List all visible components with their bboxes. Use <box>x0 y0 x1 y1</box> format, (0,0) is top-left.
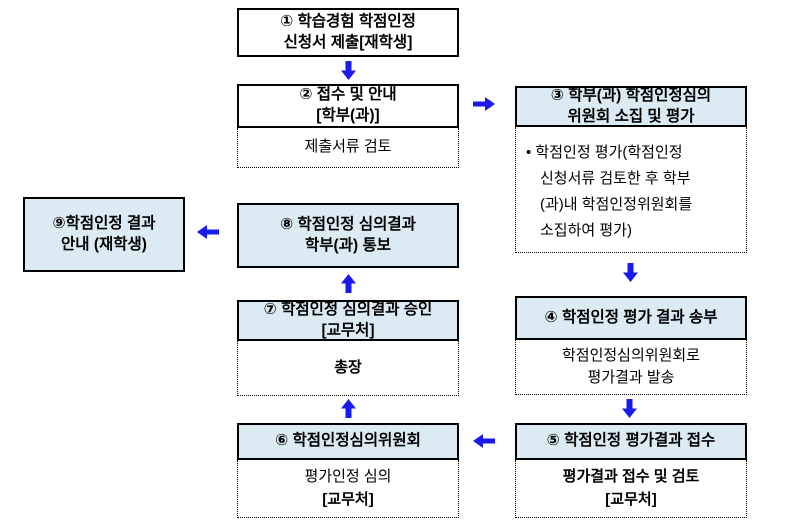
step5-note: 평가결과 접수 및 검토 [교무처] <box>515 460 747 518</box>
step2-box: ② 접수 및 안내 [학부(과)] <box>237 84 459 128</box>
arrow-step6-to-step7-up-icon <box>341 399 356 418</box>
step4-note: 학점인정심의위원회로 평가결과 발송 <box>515 340 747 395</box>
step8-box: ⑧ 학점인정 심의결과 학부(과) 통보 <box>237 203 459 268</box>
arrow-step3-to-step4-down-icon <box>623 263 638 282</box>
step3-title-line1: ③ 학부(과) 학점인정심의 <box>550 86 712 104</box>
step6-note: 평가인정 심의 [교무처] <box>237 460 459 518</box>
step4-note-line1: 학점인정심의위원회로 <box>561 346 700 364</box>
step7-note-line1: 총장 <box>334 358 362 376</box>
step2-title-line1: ② 접수 및 안내 <box>299 86 397 104</box>
step2-title-line2: [학부(과)] <box>316 107 380 124</box>
arrow-step8-to-step9-left-icon <box>197 225 219 239</box>
step9-box: ⑨학점인정 결과 안내 (재학생) <box>23 197 185 272</box>
step5-title-line1: ⑤ 학점인정 평가결과 접수 <box>546 432 716 450</box>
step2-note: 제출서류 검토 <box>237 128 459 168</box>
arrow-step1-to-step2-down-icon <box>341 61 356 80</box>
step4-note-line2: 평가결과 발송 <box>587 369 675 386</box>
step5-box: ⑤ 학점인정 평가결과 접수 <box>515 423 747 460</box>
step9-title-line1: ⑨학점인정 결과 <box>52 214 156 232</box>
arrow-step4-to-step5-down-icon <box>622 399 637 418</box>
step3-note-line4: 소집하여 평가) <box>540 222 632 239</box>
step1-title-line2: 신청서 제출[재학생] <box>283 33 413 51</box>
step8-title-line2: 학부(과) 통보 <box>305 236 391 254</box>
step3-note-line3: (과)내 학점인정위원회를 <box>540 196 693 213</box>
step9-title-line2: 안내 (재학생) <box>61 235 147 253</box>
arrow-step2-to-step3-right-icon <box>473 97 495 111</box>
step2-note-line: 제출서류 검토 <box>304 138 392 156</box>
step4-title-line1: ④ 학점인정 평가 결과 송부 <box>544 308 718 326</box>
step1-title-line1: ① 학습경험 학점인정 <box>280 12 416 30</box>
step6-title-line1: ⑥ 학점인정심의위원회 <box>275 432 421 450</box>
arrow-step5-to-step6-left-icon <box>473 434 495 448</box>
step6-box: ⑥ 학점인정심의위원회 <box>237 423 459 460</box>
step3-note-line1: • 학점인정 평가(학점인정 <box>526 144 683 161</box>
step5-note-line2: [교무처] <box>605 490 657 508</box>
step6-note-line1: 평가인정 심의 <box>304 468 392 485</box>
step6-note-line2: [교무처] <box>322 490 374 508</box>
step3-note: • 학점인정 평가(학점인정 신청서류 검토한 후 학부 (과)내 학점인정위원… <box>515 127 747 253</box>
step3-title-line2: 위원회 소집 및 평가 <box>567 107 695 125</box>
step7-title-line2: [교무처] <box>321 321 375 339</box>
step4-box: ④ 학점인정 평가 결과 송부 <box>515 296 747 340</box>
step5-note-line1: 평가결과 접수 및 검토 <box>562 468 700 485</box>
step3-box: ③ 학부(과) 학점인정심의 위원회 소집 및 평가 <box>515 86 747 127</box>
step7-box: ⑦ 학점인정 심의결과 승인 [교무처] <box>237 300 459 341</box>
step8-title-line1: ⑧ 학점인정 심의결과 <box>280 215 416 233</box>
arrow-step7-to-step8-up-icon <box>341 274 356 293</box>
step3-note-line2: 신청서류 검토한 후 학부 <box>540 170 691 187</box>
step1-box: ① 학습경험 학점인정 신청서 제출[재학생] <box>237 8 459 57</box>
step7-title-line1: ⑦ 학점인정 심의결과 승인 <box>263 300 433 318</box>
step7-note: 총장 <box>237 341 459 396</box>
